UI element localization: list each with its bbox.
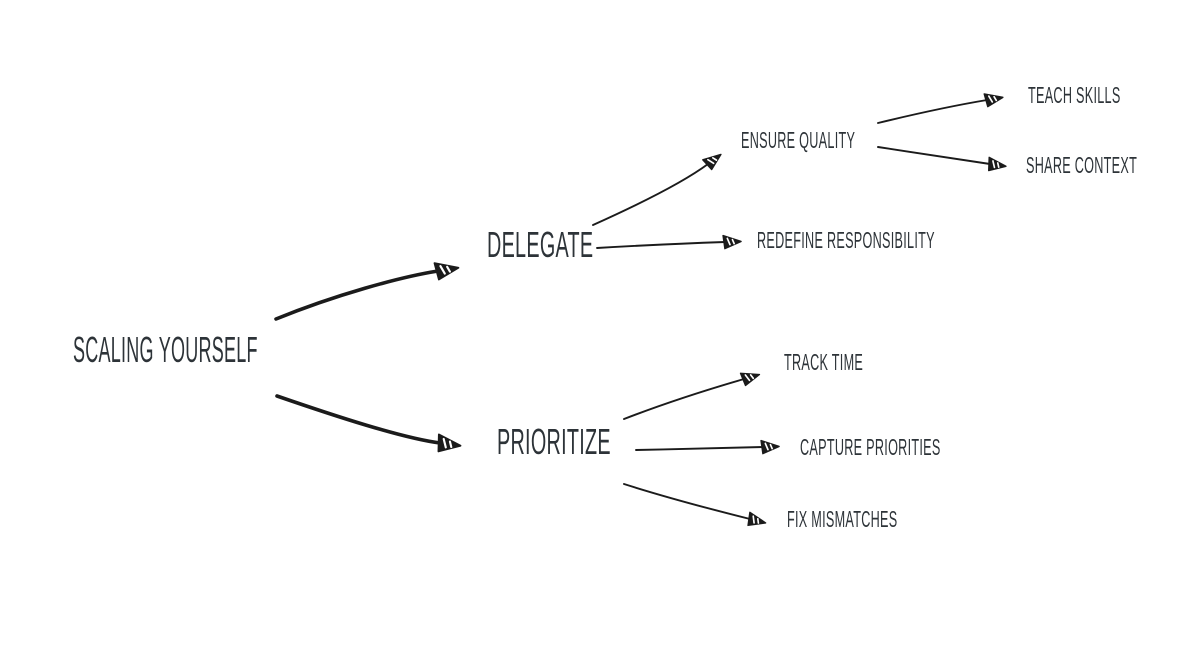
node-scaling-yourself[interactable]: SCALING YOURSELF — [73, 332, 442, 368]
edge-prioritize-track-time — [623, 372, 761, 420]
edge-prioritize-fix-mismatches — [623, 483, 767, 527]
node-delegate[interactable]: DELEGATE — [487, 227, 680, 263]
node-label: SHARE CONTEXT — [1026, 152, 1138, 178]
node-label: CAPTURE PRIORITIES — [800, 434, 941, 460]
node-label: TRACK TIME — [784, 349, 864, 375]
node-capture-priorities[interactable]: CAPTURE PRIORITIES — [800, 436, 1056, 459]
node-label: ENSURE QUALITY — [741, 127, 856, 153]
node-redefine-responsibility[interactable]: REDEFINE RESPONSIBILITY — [757, 229, 1080, 252]
node-label: PRIORITIZE — [497, 421, 611, 462]
node-track-time[interactable]: TRACK TIME — [784, 351, 928, 374]
node-label: SCALING YOURSELF — [73, 329, 258, 370]
edge-ensure-quality-teach-skills — [877, 93, 1004, 124]
edge-ensure-quality-share-context — [877, 146, 1007, 172]
node-prioritize[interactable]: PRIORITIZE — [497, 424, 704, 460]
node-ensure-quality[interactable]: ENSURE QUALITY — [741, 129, 949, 152]
edge-delegate-redefine-responsibility — [596, 234, 742, 250]
node-teach-skills[interactable]: TEACH SKILLS — [1028, 84, 1196, 107]
node-label: FIX MISMATCHES — [787, 506, 898, 532]
edge-prioritize-capture-priorities — [635, 439, 780, 455]
node-label: TEACH SKILLS — [1028, 82, 1121, 108]
edge-delegate-ensure-quality — [592, 153, 722, 226]
node-share-context[interactable]: SHARE CONTEXT — [1026, 154, 1200, 177]
edge-root-prioritize — [275, 394, 462, 453]
node-label: REDEFINE RESPONSIBILITY — [757, 227, 935, 253]
node-fix-mismatches[interactable]: FIX MISMATCHES — [787, 508, 988, 531]
edge-root-delegate — [274, 262, 460, 321]
node-label: DELEGATE — [487, 224, 594, 265]
